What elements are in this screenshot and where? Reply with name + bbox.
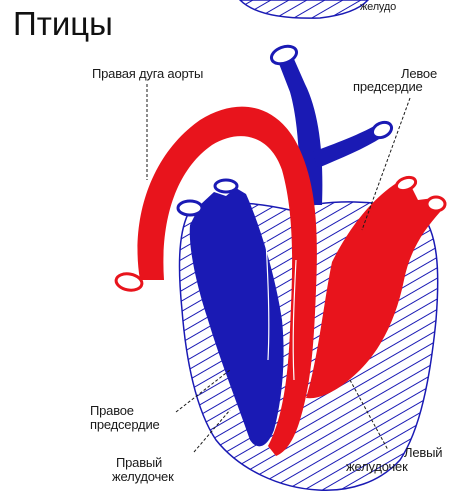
label-left-atrium-line2: предсердие (353, 80, 423, 93)
label-left-ventricle-line2: желудочек (346, 460, 408, 473)
label-right-atrium-line1: Правое (90, 404, 134, 417)
label-right-atrium-line2: предсердие (90, 418, 160, 431)
label-top-fragment: желудо (360, 2, 396, 13)
page-title: Птицы (13, 7, 113, 40)
label-right-ventricle-line2: желудочек (112, 470, 174, 483)
label-right-aortic-arch: Правая дуга аорты (92, 67, 203, 80)
label-left-ventricle-line1: Левый (404, 446, 442, 459)
top-hatched-fragment (240, 0, 368, 18)
label-right-ventricle-line1: Правый (116, 456, 162, 469)
